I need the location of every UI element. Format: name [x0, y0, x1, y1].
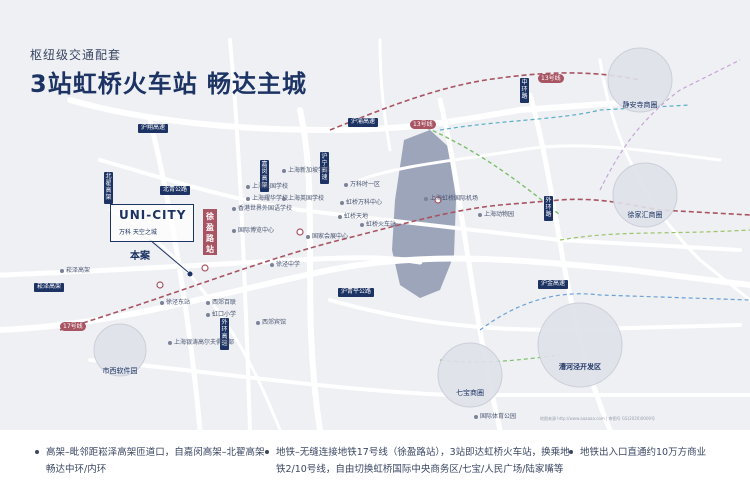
footer-item-commerce: 地铁出入口直通约10万方商业	[569, 444, 707, 461]
project-marker[interactable]: UNI-CITY 万科 天空之城	[110, 204, 194, 242]
project-name: UNI-CITY	[119, 208, 187, 222]
map-area[interactable]: 枢纽级交通配套 3站虹桥火车站 畅达主城 沪翔高速 北青公路 崧泽高架 北翟高架…	[0, 0, 750, 430]
place-label: 上海新加坡学校	[282, 168, 330, 174]
map-copyright: 地图来源 http://www.aaaaaa.com | 审图号 GS(2020…	[540, 416, 656, 421]
bullet-icon	[265, 450, 269, 454]
place-label: 上海耀华学校	[246, 196, 288, 202]
project-pointer	[149, 239, 189, 273]
place-label: 西郊宾馆	[256, 320, 286, 326]
road-tag: 北翟高架	[104, 172, 113, 204]
metro-line-9	[479, 293, 750, 331]
road-tag: 沪渝高速	[348, 118, 379, 127]
place-label: 香港世界外国语学校	[232, 206, 292, 212]
place-label: 虹桥万科中心	[340, 200, 382, 206]
place-label: 上海美国学校	[246, 184, 288, 190]
footer-text: 高架–毗邻距崧泽高架匝道口，自嘉闵高架–北翟高架	[46, 447, 265, 458]
section-subtitle: 枢纽级交通配套	[30, 48, 122, 62]
place-label: 上海虹桥国际机场	[424, 196, 478, 202]
footer-text: 地铁出入口直通约10万方商业	[580, 447, 707, 458]
road-tag: 沪青平公路	[338, 288, 375, 297]
place-label: 徐泾东站	[160, 300, 190, 306]
road-tag: 中环路	[520, 78, 529, 103]
district-circles	[93, 47, 678, 408]
station-banner: 徐盈路站	[203, 209, 217, 255]
road-tag: 外环路	[544, 196, 553, 221]
place-label: 上海动物园	[478, 212, 514, 218]
metro-line-11	[559, 229, 750, 241]
district-label: 静安寺商圈	[622, 101, 658, 109]
district-label: 漕河泾开发区	[559, 363, 601, 371]
metro-line-tag: 13号线	[538, 74, 564, 84]
project-tag: 本案	[130, 251, 150, 262]
footer-text: 畅达中环/内环	[46, 464, 107, 475]
road-tag: 沪金高速	[538, 280, 569, 289]
footer-text: 铁2/10号线，自由切换虹桥国际中央商务区/七宝/人民广场/陆家嘴等	[276, 464, 564, 475]
footer-text: 地铁–无缝连接地铁17号线（徐盈路站），3站即达虹桥火车站，换乘地	[276, 447, 570, 458]
project-dot	[187, 271, 193, 277]
road-tag: 沪翔高速	[138, 124, 169, 133]
district-label: 市西软件园	[102, 367, 138, 375]
bullet-icon	[569, 450, 573, 454]
district-label: 徐家汇商圈	[627, 211, 663, 219]
place-label: 西郊百联	[206, 300, 236, 306]
metro-line-2	[419, 124, 561, 216]
place-label: 虹桥火车站	[360, 222, 396, 228]
road-tag: 崧泽高架	[34, 283, 65, 292]
place-label: 上海银涛高尔夫俱乐部	[168, 340, 234, 346]
footer: 高架–毗邻距崧泽高架匝道口，自嘉闵高架–北翟高架 畅达中环/内环 地铁–无缝连接…	[0, 430, 750, 500]
place-label: 国际体育公园	[474, 414, 516, 420]
place-label: 徐泾中学	[270, 262, 300, 268]
metro-line-tag: 13号线	[410, 120, 436, 130]
place-label: 国际博览中心	[232, 228, 274, 234]
metro-line-10	[439, 104, 691, 131]
project-subname: 万科 天空之城	[119, 229, 157, 236]
metro-line-14	[599, 59, 741, 191]
metro-line-13	[329, 72, 641, 131]
place-label: 万科时一区	[344, 182, 380, 188]
footer-item-metro: 地铁–无缝连接地铁17号线（徐盈路站），3站即达虹桥火车站，换乘地 铁2/10号…	[265, 444, 570, 478]
place-label: 国家会展中心	[306, 234, 348, 240]
place-label: 虹口小学	[206, 312, 236, 318]
place-label: 上海英国学校	[282, 196, 324, 202]
page-title: 3站虹桥火车站 畅达主城	[30, 70, 308, 98]
place-label: 崧泽高架	[60, 268, 90, 274]
metro-line-tag: 17号线	[60, 322, 86, 332]
place-label: 虹桥天地	[338, 214, 368, 220]
road-tag: 北青公路	[160, 186, 191, 195]
bullet-icon	[35, 450, 39, 454]
district-label: 七宝商圈	[456, 389, 484, 397]
footer-item-expressway: 高架–毗邻距崧泽高架匝道口，自嘉闵高架–北翟高架 畅达中环/内环	[35, 444, 265, 478]
